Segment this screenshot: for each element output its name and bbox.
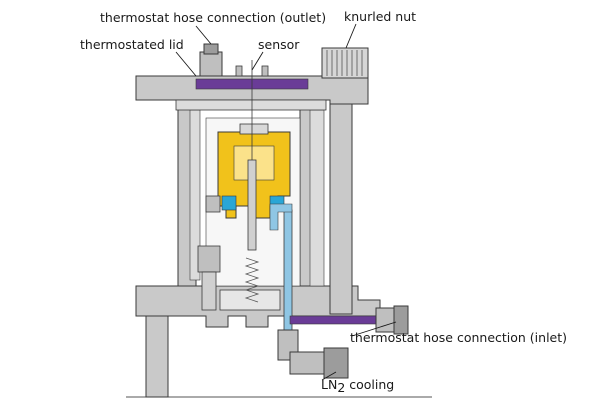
right-inner-pillar (309, 109, 325, 287)
leader-lines (175, 23, 397, 381)
knurl-grooves (326, 50, 363, 76)
lid-screw-right (261, 65, 269, 77)
ln2-tube-bend (269, 203, 293, 231)
inlet-purple-channel (289, 315, 383, 325)
knurled-nut-column (329, 71, 353, 315)
leader-lid (175, 51, 197, 77)
label-sensor: sensor (258, 37, 300, 52)
knurled-nut (321, 47, 369, 79)
base-inner-recess (219, 289, 281, 311)
sensor-rod (247, 159, 257, 251)
leader-ln2 (321, 371, 337, 381)
ln2-elbow-horizontal (289, 351, 327, 375)
label-knurled-nut: knurled nut (344, 9, 416, 24)
left-fitting-lower (197, 245, 221, 273)
lid-lower-plate (175, 99, 327, 111)
outlet-fitting-body (199, 51, 223, 77)
leader-inlet (351, 321, 397, 337)
ln2-connector (323, 347, 349, 379)
label-hose-outlet: thermostat hose connection (outlet) (100, 10, 326, 25)
inlet-fitting-nut (393, 305, 409, 335)
ln2-main: LN (321, 377, 337, 392)
cooling-block-left (221, 195, 237, 211)
leader-outlet (195, 25, 212, 45)
ln2-subscript: 2 (337, 380, 345, 395)
label-ln2-cooling: LN2 cooling (321, 377, 394, 395)
left-fitting-upper (205, 195, 221, 213)
label-hose-inlet: thermostat hose connection (inlet) (350, 330, 567, 345)
left-fitting-stem (201, 271, 217, 311)
spring (244, 257, 260, 303)
label-thermostated-lid: thermostated lid (80, 37, 184, 52)
lid-screw-left (235, 65, 243, 77)
inlet-fitting-body (375, 307, 397, 333)
left-leg (145, 304, 169, 398)
ln2-rest: cooling (345, 377, 394, 392)
ln2-tube (283, 209, 293, 333)
outlet-fitting-cap (203, 43, 219, 55)
leader-knurled-nut (345, 23, 357, 49)
leader-sensor (251, 51, 264, 71)
holder-top-cap (239, 123, 269, 135)
